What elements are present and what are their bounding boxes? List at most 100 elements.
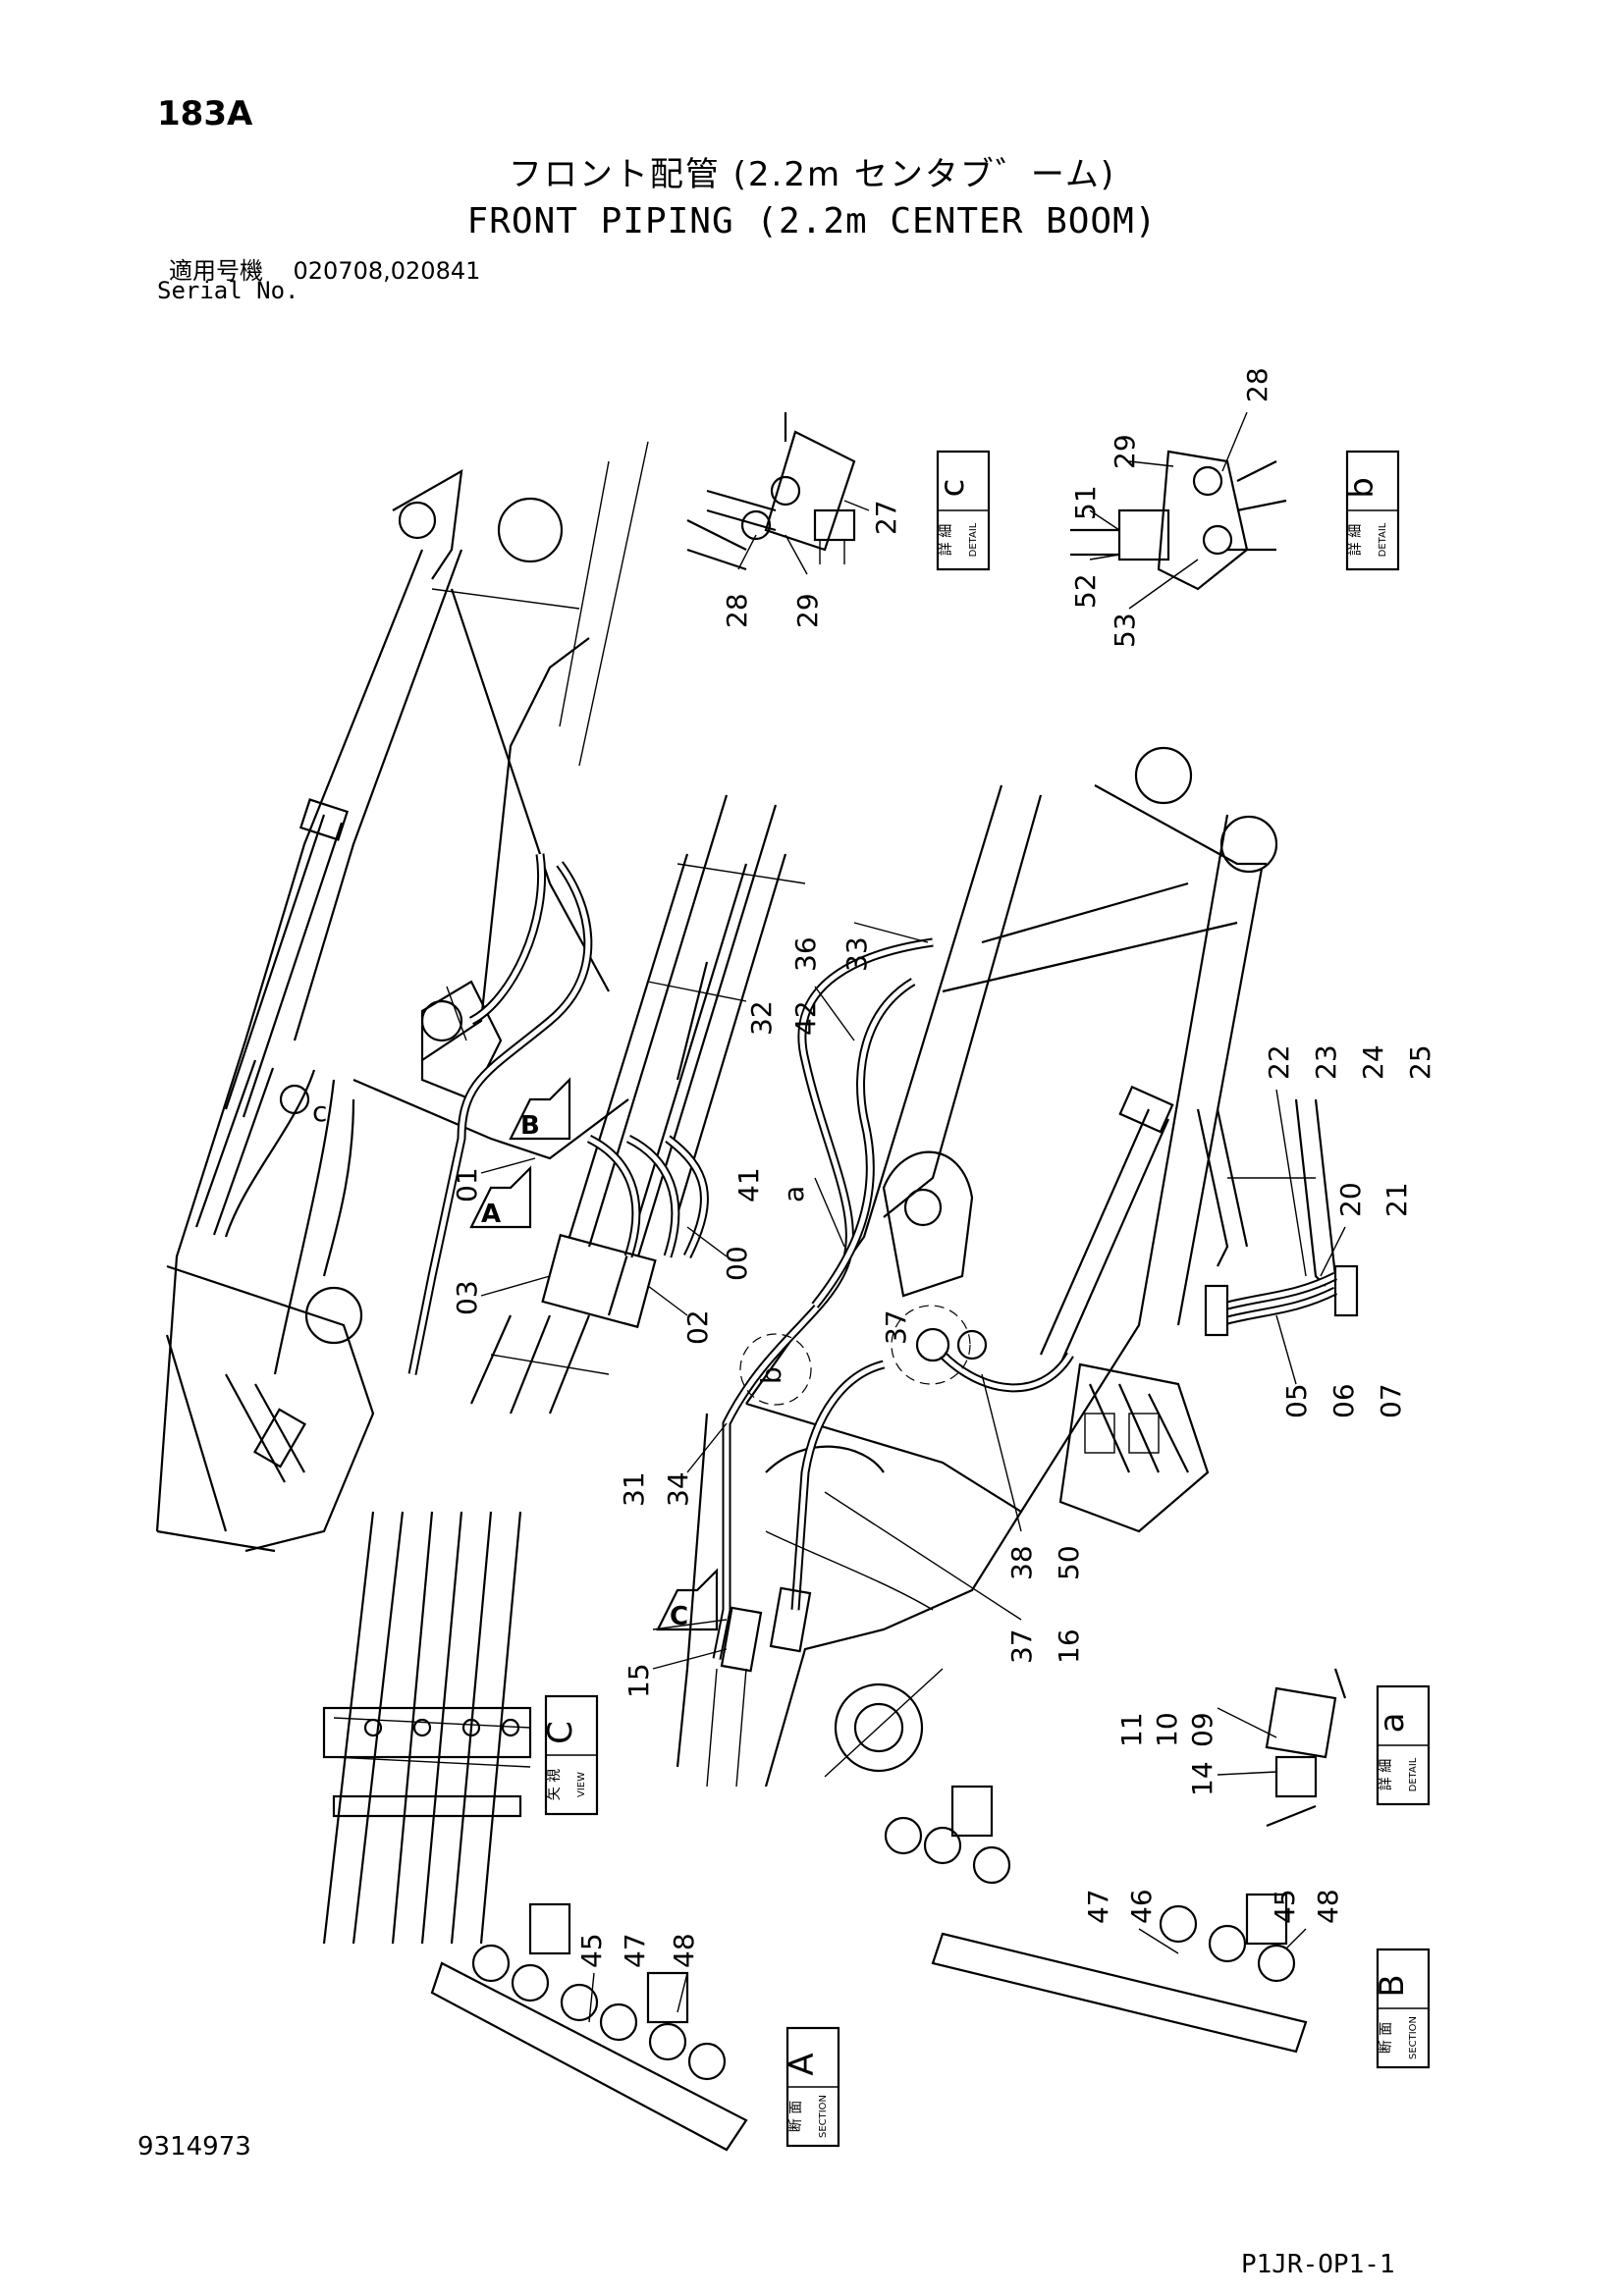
pipe-assembly-upper-right [1196, 1098, 1359, 1337]
callout: 50 [1053, 1545, 1085, 1580]
detail-box-c-word: DETAIL [968, 522, 979, 557]
callout: 16 [1053, 1629, 1085, 1664]
serial-numbers: 020708,020841 [293, 257, 481, 285]
document-number: 9314973 [137, 2132, 251, 2162]
detail-box-c: c 詳 細 DETAIL [933, 450, 991, 571]
view-arrow-b-label: B [520, 1111, 540, 1141]
section-a-drawing [430, 1902, 748, 2152]
serial-row: 適用号機 020708,020841 [169, 251, 480, 286]
serial-label-jp: 適用号機 [169, 257, 263, 285]
callout: 45 [1269, 1889, 1301, 1924]
callout: 47 [1082, 1889, 1114, 1924]
section-box-a-kanji: 断 面 [788, 2101, 804, 2132]
callout: 24 [1357, 1044, 1389, 1080]
callout: 29 [1109, 434, 1141, 469]
callout: 27 [870, 500, 902, 535]
callout: 31 [618, 1471, 650, 1507]
view-box-c-id: C [541, 1721, 580, 1744]
callouts-upper-right: 22 23 24 25 20 21 05 06 07 [1263, 1044, 1436, 1418]
detail-b-drawing [1070, 450, 1287, 591]
section-box-b-id: B [1373, 1974, 1412, 1997]
callout: 06 [1327, 1383, 1360, 1418]
callout: 38 [1005, 1545, 1038, 1580]
detail-box-a: a 詳 細 DETAIL [1373, 1684, 1431, 1806]
callout: 48 [1312, 1889, 1344, 1924]
sheet-code: P1JR-OP1-1 [1241, 2250, 1395, 2279]
callouts-main-left: c 01 03 02 00 [312, 1095, 753, 1345]
view-c-drawing [322, 1511, 532, 1945]
control-valve [1058, 1362, 1210, 1533]
callouts-section-b: 47 46 45 48 [1082, 1889, 1344, 1954]
callout: 28 [1241, 367, 1273, 402]
callout: 05 [1280, 1383, 1313, 1418]
title-japanese: フロント配管 (2.2m センタブ゛ーム) [508, 155, 1116, 194]
callout: c [312, 1095, 327, 1128]
view-box-c: C 矢 視 VIEW [541, 1694, 599, 1816]
callouts-detail-c: 27 28 29 [721, 500, 902, 628]
detail-box-c-kanji: 詳 細 [939, 524, 954, 556]
callout: a [778, 1186, 810, 1202]
section-box-b-kanji: 断 面 [1379, 2022, 1394, 2054]
detail-box-b: b 詳 細 DETAIL [1342, 450, 1400, 571]
callout: 48 [668, 1933, 700, 1968]
serial-label-en: Serial No. [157, 277, 299, 304]
callout: 37 [880, 1309, 912, 1345]
section-box-b: B 断 面 SECTION [1373, 1948, 1431, 2069]
callout: 15 [623, 1663, 655, 1698]
callout: 33 [840, 936, 873, 972]
callout: b [755, 1366, 787, 1384]
callout: 22 [1263, 1044, 1295, 1080]
callout: 36 [789, 936, 822, 972]
callouts-detail-a: 11 10 09 14 [1115, 1707, 1277, 1796]
callout: 25 [1404, 1044, 1436, 1080]
view-arrow-c: C [656, 1568, 719, 1631]
callouts-section-a: 45 47 48 [575, 1933, 700, 2023]
section-box-a-word: SECTION [818, 2095, 829, 2138]
callout: 45 [575, 1933, 608, 1968]
callout: 11 [1115, 1712, 1148, 1747]
callout: 14 [1186, 1761, 1218, 1796]
callout: 28 [721, 593, 753, 628]
view-arrow-a: A [469, 1165, 532, 1229]
callout: 23 [1310, 1044, 1342, 1080]
detail-a-drawing [1265, 1668, 1347, 1828]
callout: 21 [1380, 1182, 1413, 1217]
callout: 34 [662, 1471, 694, 1507]
title-english: FRONT PIPING (2.2m CENTER BOOM) [466, 201, 1158, 241]
right-boom [676, 746, 1278, 1788]
callout: 53 [1109, 613, 1141, 648]
callout: 32 [745, 1000, 778, 1036]
callout: 37 [1005, 1629, 1038, 1664]
detail-box-b-kanji: 詳 細 [1348, 524, 1364, 556]
left-boom [155, 441, 649, 1553]
center-hose-bundle [469, 794, 806, 1415]
callout: 46 [1125, 1889, 1158, 1924]
detail-box-b-id: b [1342, 477, 1381, 499]
callout: 41 [732, 1167, 765, 1202]
callout: 29 [791, 593, 824, 628]
callout: 52 [1069, 573, 1102, 609]
callout: 10 [1151, 1712, 1183, 1747]
callout: 03 [451, 1280, 483, 1315]
callout: 09 [1186, 1712, 1218, 1747]
section-box-a-id: A [783, 2053, 822, 2075]
callout: 47 [619, 1933, 651, 1968]
callout: 07 [1375, 1383, 1407, 1418]
view-box-c-kanji: 矢 視 [547, 1769, 563, 1800]
callout: 01 [451, 1167, 483, 1202]
detail-box-c-id: c [933, 479, 972, 498]
section-box-a: A 断 面 SECTION [783, 2026, 840, 2148]
callouts-detail-b: 28 29 51 52 53 [1069, 367, 1273, 648]
view-box-c-word: VIEW [576, 1772, 587, 1797]
view-arrow-a-label: A [481, 1200, 501, 1229]
callout: 00 [721, 1246, 753, 1281]
view-arrow-b: B [509, 1077, 571, 1141]
detail-box-a-kanji: 詳 細 [1379, 1759, 1394, 1790]
detail-box-a-word: DETAIL [1408, 1757, 1419, 1791]
section-box-b-word: SECTION [1408, 2016, 1419, 2059]
page-number: 183A [157, 94, 253, 133]
callout: 42 [789, 1000, 822, 1036]
section-b-drawing [884, 1785, 1308, 2054]
callout: 20 [1334, 1182, 1367, 1217]
